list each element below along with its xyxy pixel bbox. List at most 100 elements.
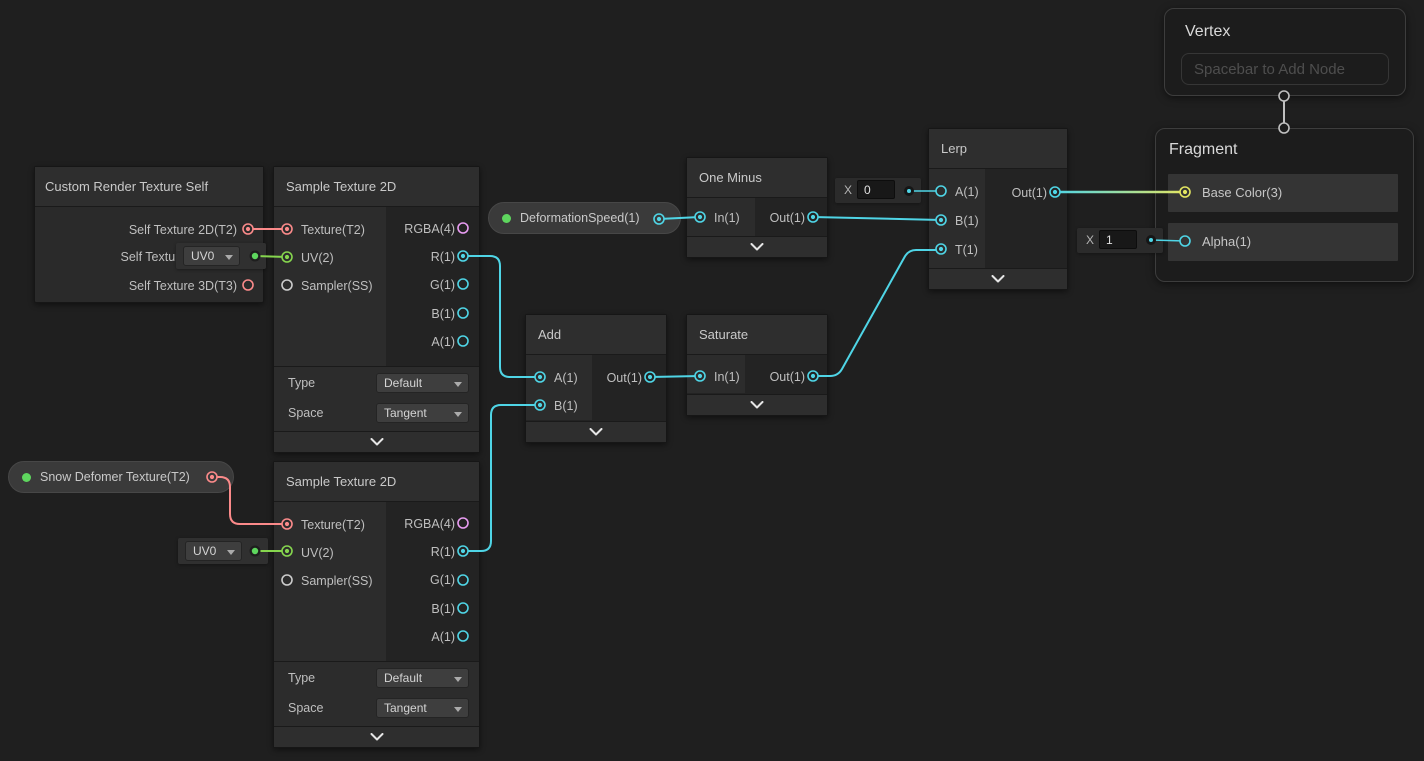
uv-default-chip-bottom: UV0 [178,538,268,564]
block-alpha[interactable]: Alpha(1) [1168,223,1398,261]
port-sample1-r-out[interactable] [457,250,469,262]
port-saturate-out[interactable] [807,370,819,382]
port-lerp-t[interactable] [935,243,947,255]
port-label-self-texture-2d: Self Texture 2D(T2) [128,223,237,237]
lerp-a-value-input[interactable]: 0 [857,180,895,199]
port-label-in: In(1) [714,211,740,225]
alpha-value-input[interactable]: 1 [1099,230,1137,249]
node-saturate[interactable]: Saturate In(1) Out(1) [686,314,828,416]
port-sample2-a-out[interactable] [457,630,469,642]
port-sample1-uv-in[interactable] [281,251,293,263]
port-label-out: Out(1) [1011,186,1047,200]
port-label-uv: UV(2) [301,546,334,560]
port-label-sampler: Sampler(SS) [301,279,373,293]
port-fragment-base-color[interactable] [1179,186,1191,198]
port-oneminus-in[interactable] [694,211,706,223]
collapse-chevron-bar[interactable] [929,268,1067,289]
port-label-out: Out(1) [606,371,642,385]
uv-channel-dropdown[interactable]: UV0 [185,541,242,561]
block-label-base-color: Base Color(3) [1202,185,1283,200]
uv-channel-dropdown[interactable]: UV0 [183,246,240,266]
type-dropdown[interactable]: Default [376,668,469,688]
dropdown-arrow-icon [227,550,235,555]
block-base-color[interactable]: Base Color(3) [1168,174,1398,212]
port-sample1-texture-in[interactable] [281,223,293,235]
port-sample1-a-out[interactable] [457,335,469,347]
wire-sample2-r-to-add-b[interactable] [463,404,540,552]
x-component-label: X [844,183,853,197]
space-dropdown[interactable]: Tangent [376,403,469,423]
collapse-chevron-bar[interactable] [274,431,479,452]
chevron-down-icon [991,275,1005,283]
node-vertex-context[interactable]: Vertex Spacebar to Add Node [1164,8,1406,96]
port-label-out: Out(1) [769,211,805,225]
wire-oneminus-out-to-lerp-b[interactable] [812,216,942,221]
node-custom-render-texture-self[interactable]: Custom Render Texture Self Self Texture … [34,166,264,303]
property-dot-icon [502,213,511,223]
port-label-uv: UV(2) [301,251,334,265]
wire-snow-pill-to-sample2-texture[interactable] [212,476,287,525]
collapse-chevron-bar[interactable] [687,394,827,415]
collapse-chevron-bar[interactable] [274,726,479,747]
node-title: One Minus [687,158,827,198]
chevron-down-icon [370,438,383,446]
port-label-rgba: RGBA(4) [404,517,455,531]
port-crts-self-texture-3d[interactable] [242,279,254,291]
port-snow-deformer-out[interactable] [206,471,218,483]
port-add-out[interactable] [644,371,656,383]
wire-deformationspeed-to-oneminus-in[interactable] [658,216,701,220]
port-sample2-g-out[interactable] [457,574,469,586]
port-label-rgba: RGBA(4) [404,222,455,236]
port-sample1-sampler-in[interactable] [281,279,293,291]
node-sample-texture-2d-bottom[interactable]: Sample Texture 2D Texture(T2) UV(2) Samp… [273,461,480,748]
chevron-down-icon [370,733,383,741]
port-label-self-texture-3d: Self Texture 3D(T3) [128,279,237,293]
port-sample1-g-out[interactable] [457,278,469,290]
node-sample-texture-2d-top[interactable]: Sample Texture 2D Texture(T2) UV(2) Samp… [273,166,480,453]
port-label-a: A(1) [431,335,455,349]
collapse-chevron-bar[interactable] [526,421,666,442]
port-deformationspeed-out[interactable] [653,213,665,225]
node-lerp[interactable]: Lerp A(1) B(1) T(1) Out(1) [928,128,1068,290]
node-fragment-context[interactable]: Fragment Base Color(3) Alpha(1) [1155,128,1414,282]
port-sample2-rgba-out[interactable] [457,517,469,529]
dropdown-arrow-icon [454,382,462,387]
port-sample2-uv-in[interactable] [281,545,293,557]
wire-sample1-r-to-add-a[interactable] [463,255,540,378]
port-lerp-out[interactable] [1049,186,1061,198]
port-sample2-b-out[interactable] [457,602,469,614]
port-label-b: B(1) [955,214,979,228]
port-label-a: A(1) [431,630,455,644]
collapse-chevron-bar[interactable] [687,236,827,257]
port-sample2-sampler-in[interactable] [281,574,293,586]
port-label-b: B(1) [431,307,455,321]
port-saturate-in[interactable] [694,370,706,382]
port-label-t: T(1) [955,243,978,257]
property-pill-deformation-speed[interactable]: DeformationSpeed(1) [488,202,681,234]
wire-add-out-to-saturate-in[interactable] [649,375,701,378]
input-column [274,207,386,366]
port-add-a[interactable] [534,371,546,383]
port-sample1-b-out[interactable] [457,307,469,319]
port-sample1-rgba-out[interactable] [457,222,469,234]
port-lerp-b[interactable] [935,214,947,226]
port-add-b[interactable] [534,399,546,411]
node-one-minus[interactable]: One Minus In(1) Out(1) [686,157,828,258]
port-oneminus-out[interactable] [807,211,819,223]
port-crts-self-texture-2d[interactable] [242,223,254,235]
port-sample2-r-out[interactable] [457,545,469,557]
dropdown-arrow-icon [454,707,462,712]
port-sample2-texture-in[interactable] [281,518,293,530]
property-pill-snow-deformer-texture[interactable]: Snow Defomer Texture(T2) [8,461,234,493]
port-label-r: R(1) [430,545,455,559]
port-lerp-a[interactable] [935,185,947,197]
node-add[interactable]: Add A(1) B(1) Out(1) [525,314,667,443]
node-title: Custom Render Texture Self [35,167,263,207]
port-fragment-alpha[interactable] [1179,235,1191,247]
node-title: Sample Texture 2D [274,462,479,502]
wire-saturate-out-to-lerp-t[interactable] [813,249,941,377]
setting-label-type: Type [288,376,316,390]
space-dropdown[interactable]: Tangent [376,698,469,718]
type-dropdown[interactable]: Default [376,373,469,393]
